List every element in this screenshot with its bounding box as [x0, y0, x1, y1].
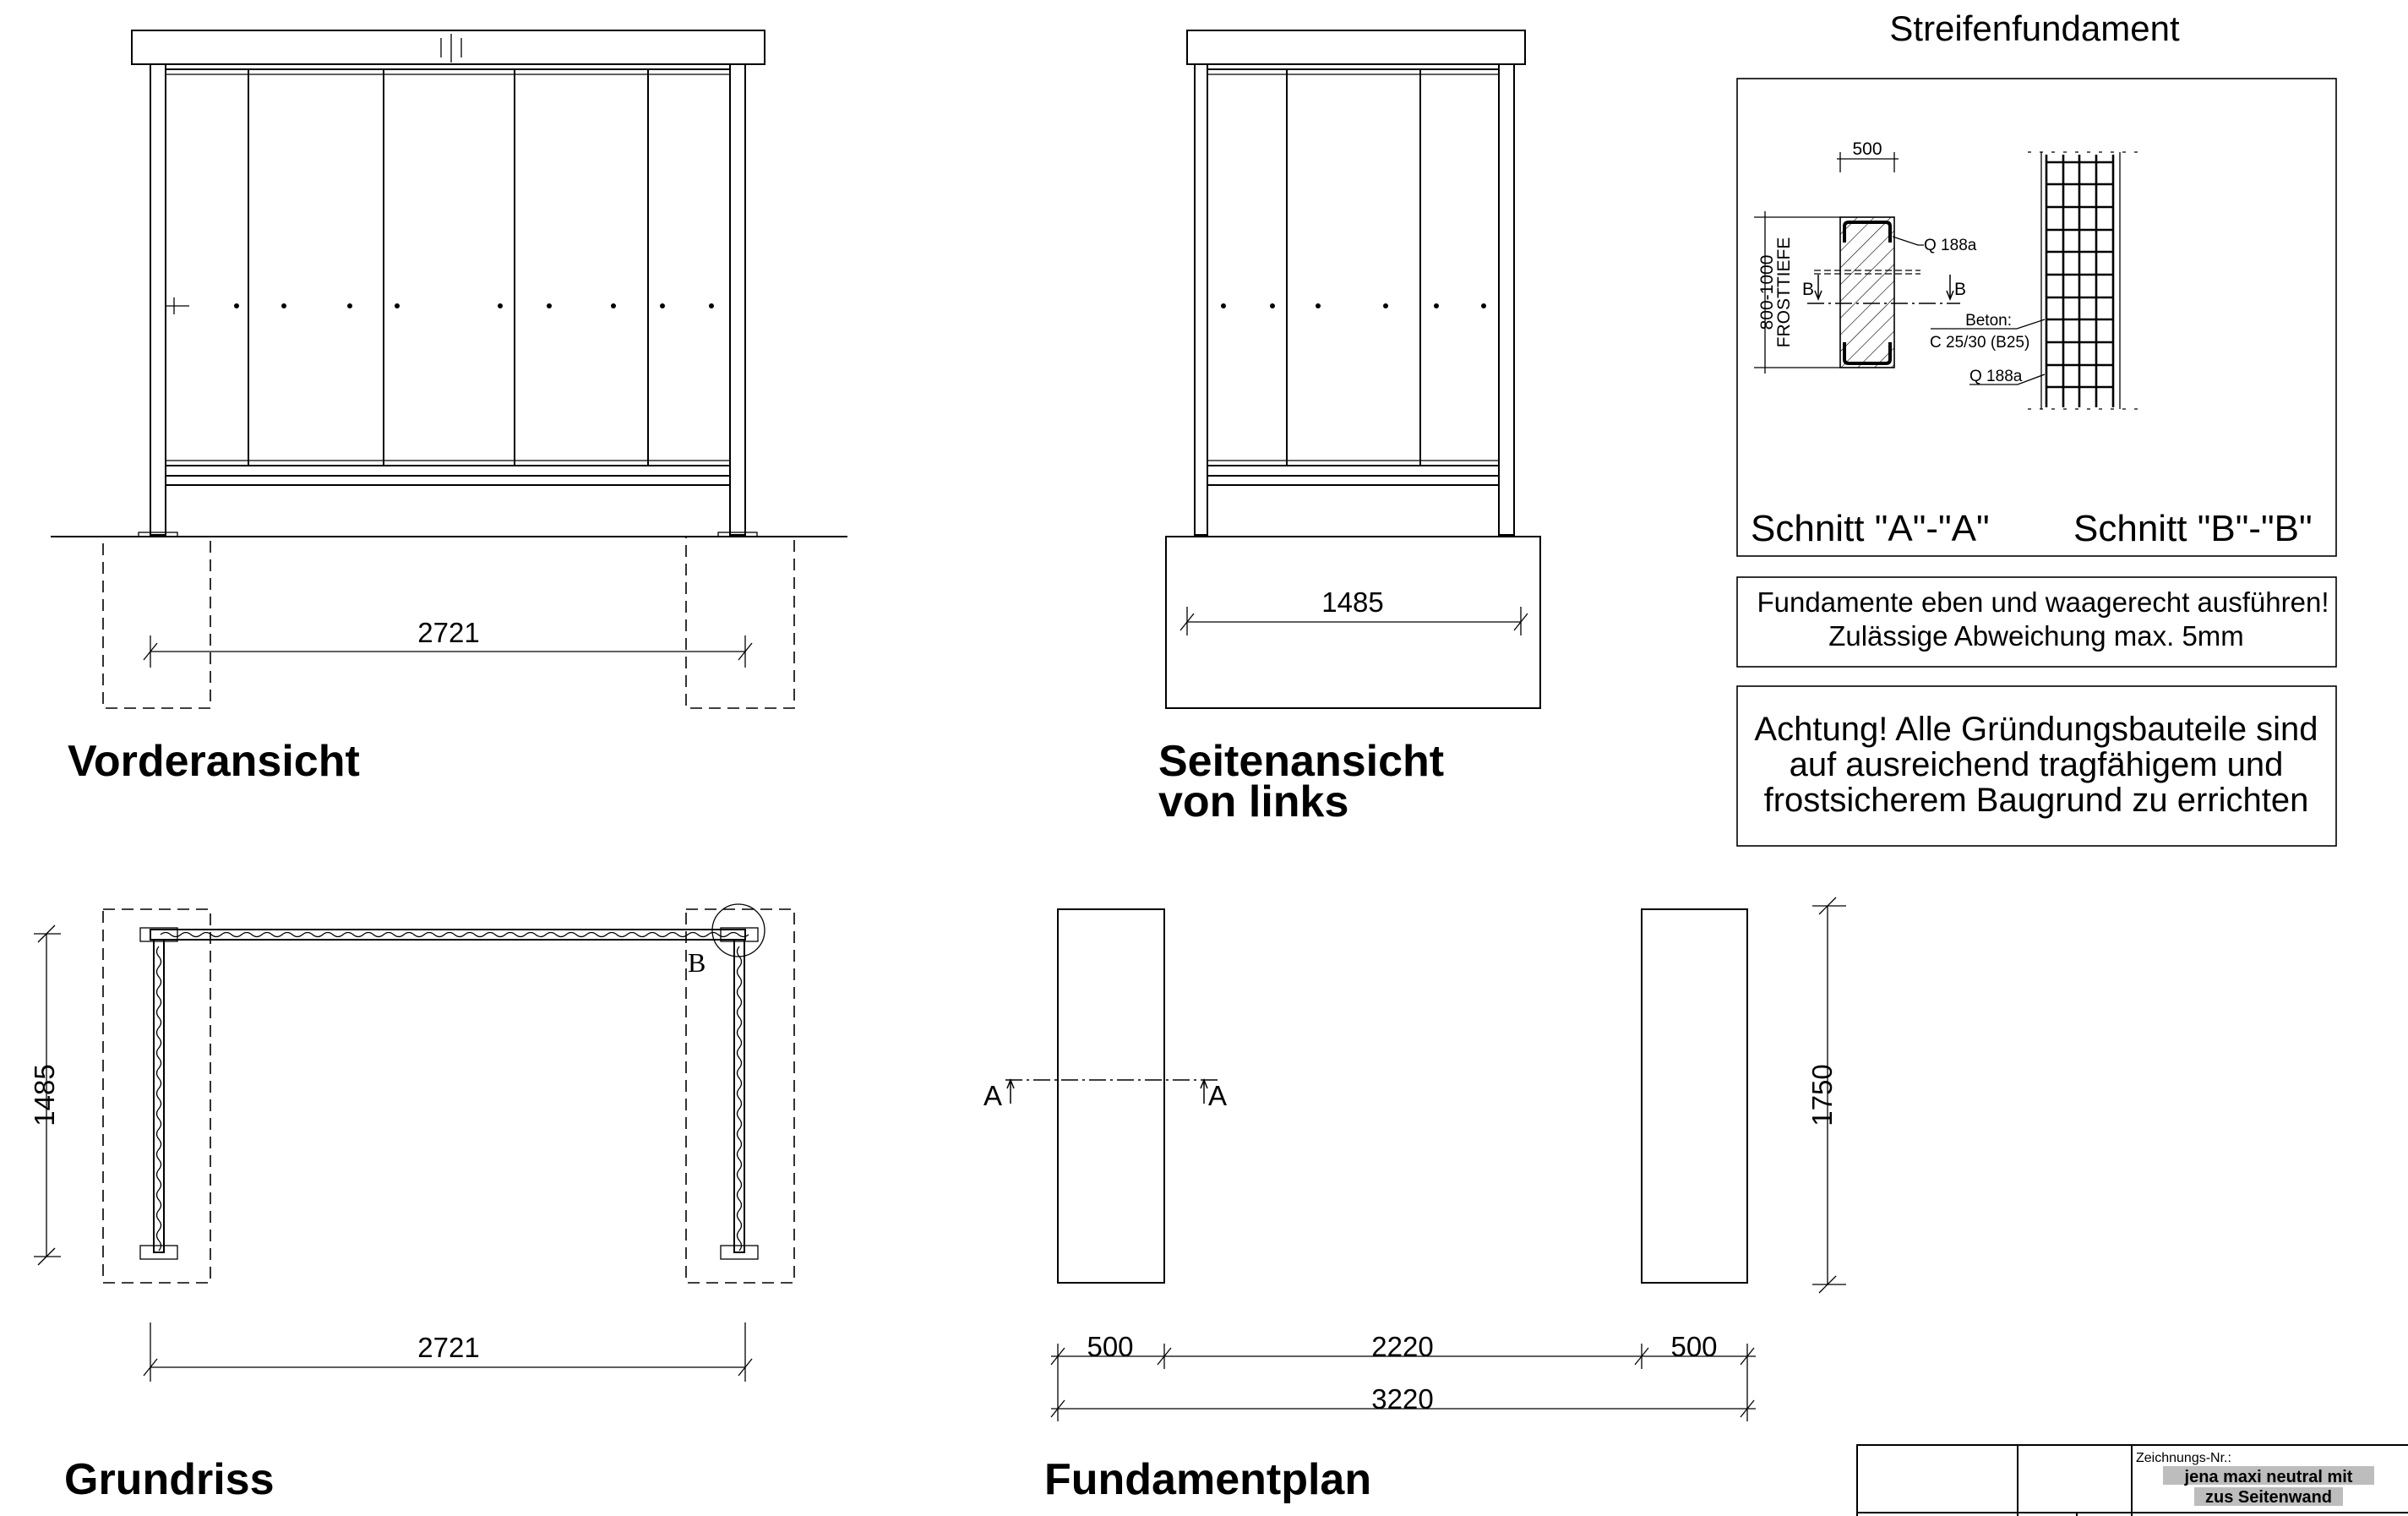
foundation-length-dimension: 1750 — [1806, 897, 1846, 1294]
dim-500-left: 500 — [1087, 1331, 1133, 1362]
depth-dim: 800-1000 — [1757, 255, 1777, 330]
side-post-left — [1194, 63, 1208, 536]
foundation-width-dimensions: 500 2220 500 3220 — [1050, 1331, 1756, 1421]
front-wall-panels — [165, 68, 731, 466]
side-view: 1485 Seitenansicht von links — [1158, 30, 1541, 826]
front-roof — [131, 30, 765, 65]
mesh-label-2: Q 188a — [1969, 368, 2023, 385]
warning-line1: Achtung! Alle Gründungsbauteile sind — [1754, 711, 2318, 748]
detail-b-label: B — [688, 947, 706, 978]
foundation-plan-title: Fundamentplan — [1044, 1455, 1371, 1504]
side-depth-dimension: 1485 — [1179, 586, 1528, 635]
front-post-left — [150, 63, 166, 536]
warning-line2: auf ausreichend tragfähigem und — [1790, 746, 2284, 783]
foundation-plan: A A 1750 500 2220 500 3220 Fundamentplan — [983, 897, 1846, 1504]
section-a-marker-left: A — [983, 1080, 1002, 1111]
plan-left-wall — [153, 939, 165, 1253]
door-handle-icon — [166, 297, 189, 314]
foundation-right-dashed — [685, 536, 795, 709]
detail-b-circle — [711, 903, 765, 957]
front-bolts — [234, 303, 714, 308]
front-width-value: 2721 — [417, 617, 479, 648]
plan-rear-wall — [150, 929, 746, 941]
section-b-label: Schnitt "B"-"B" — [2073, 508, 2313, 549]
drawing-no-line1: jena maxi neutral mit — [2184, 1468, 2353, 1486]
side-roof — [1186, 30, 1526, 65]
strip-foundation-right — [1641, 908, 1748, 1284]
side-bottom-rail — [1207, 475, 1500, 486]
section-a-marker-right: A — [1208, 1080, 1227, 1111]
section-a-hatched — [1839, 216, 1895, 368]
frost-depth-label: FROSTTIEFE — [1774, 237, 1794, 348]
foundation-length-value: 1750 — [1806, 1064, 1838, 1126]
side-view-title-line1: Seitenansicht — [1158, 737, 1444, 786]
title-block: Zeichnungs-Nr.: jena maxi neutral mit zu… — [1856, 1444, 2408, 1516]
strip-foundation-left — [1057, 908, 1165, 1284]
plan-width-value: 2721 — [417, 1332, 479, 1363]
front-panel-dividers — [248, 69, 649, 466]
plan-width-dimension: 2721 — [143, 1322, 753, 1382]
concrete-grade: C 25/30 (B25) — [1930, 334, 2029, 352]
side-depth-value: 1485 — [1321, 586, 1383, 618]
plan-depth-value: 1485 — [29, 1064, 60, 1126]
rebar-mesh — [2028, 151, 2138, 410]
side-post-right — [1498, 63, 1515, 536]
plan-title: Grundriss — [64, 1455, 275, 1504]
front-view: 2721 Vorderansicht — [51, 30, 847, 786]
level-note-line2: Zulässige Abweichung max. 5mm — [1828, 620, 2244, 652]
concrete-label: Beton: — [1965, 312, 2012, 330]
dim-2220: 2220 — [1371, 1331, 1433, 1362]
dim-500-right: 500 — [1670, 1331, 1717, 1362]
plan-post-plates — [139, 927, 759, 1260]
rebar-stirrup — [1843, 221, 1892, 365]
dim-3220: 3220 — [1371, 1383, 1433, 1415]
front-width-dimension: 2721 — [143, 617, 753, 668]
side-view-title-line2: von links — [1158, 777, 1348, 826]
warning-line3: frostsicherem Baugrund zu errichten — [1764, 782, 2309, 819]
plan-depth-dimension: 1485 — [29, 924, 61, 1266]
warning-note: Achtung! Alle Gründungsbauteile sind auf… — [1736, 685, 2337, 847]
drawing-no-line2: zus Seitenwand — [2205, 1488, 2332, 1507]
section-box — [1736, 78, 2337, 557]
section-b-marker-right: B — [1954, 280, 1966, 299]
side-foundation — [1165, 536, 1541, 709]
section-width-dim: 500 — [1852, 139, 1882, 159]
level-note: Fundamente eben und waagerecht ausführen… — [1736, 576, 2337, 668]
floor-plan: B 1485 2721 Grundriss — [29, 903, 795, 1504]
section-a-label: Schnitt "A"-"A" — [1751, 508, 1990, 549]
front-bottom-rail — [165, 475, 731, 486]
section-b-marker-left: B — [1802, 280, 1814, 299]
strip-foundation-title: Streifenfundament — [1889, 8, 2180, 48]
foundation-left-dashed — [102, 536, 211, 709]
front-view-title: Vorderansicht — [68, 737, 360, 786]
plan-right-wall — [733, 939, 745, 1253]
front-post-right — [729, 63, 746, 536]
mesh-label: Q 188a — [1924, 237, 1977, 254]
strip-foundation-detail: Streifenfundament 500 800-1000 FROSTTIEF… — [1736, 8, 2337, 557]
drawing-no-label: Zeichnungs-Nr.: — [2136, 1451, 2231, 1465]
level-note-line1: Fundamente eben und waagerecht ausführen… — [1757, 586, 2329, 618]
side-wall-panels — [1207, 68, 1500, 466]
